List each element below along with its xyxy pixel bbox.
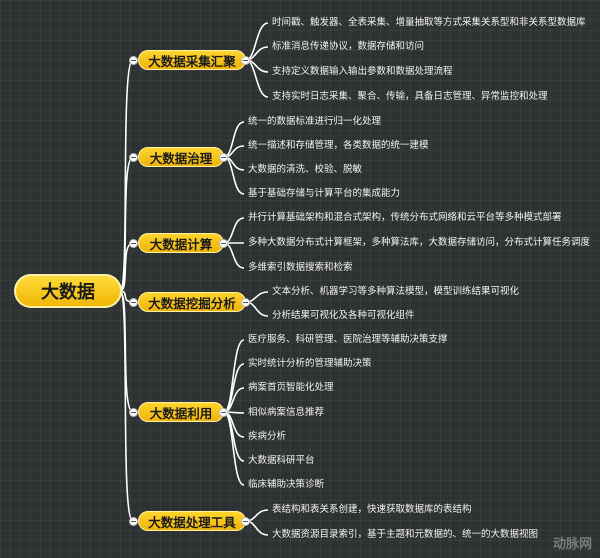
collapse-toggle[interactable] [129, 56, 138, 65]
leaf-item: 相似病案信息推荐 [248, 407, 325, 418]
leaf-item: 支持定义数据输入输出参数和数据处理流程 [272, 66, 453, 77]
collapse-toggle[interactable] [129, 153, 138, 162]
connector-line [223, 339, 245, 413]
leaf-item: 实时统计分析的管理辅助决策 [248, 358, 372, 369]
connector-line [223, 411, 245, 486]
leaf-item: 统一的数据标准进行归一化处理 [248, 116, 382, 127]
branch-label: 大数据计算 [149, 236, 213, 252]
collapse-toggle[interactable] [129, 239, 138, 248]
branch-tools[interactable]: 大数据处理工具 [138, 511, 246, 531]
branch-label: 大数据采集汇聚 [148, 53, 236, 69]
leaf-item: 疾病分析 [248, 431, 287, 442]
branch-label: 大数据挖掘分析 [148, 295, 236, 311]
branch-collection[interactable]: 大数据采集汇聚 [138, 50, 246, 70]
branch-label: 大数据治理 [149, 150, 213, 166]
leaf-item: 时间戳、触发器、全表采集、增量抽取等方式采集关系型和非关系型数据库 [272, 17, 586, 28]
root-label: 大数据 [41, 282, 95, 303]
leaf-item: 多种大数据分布式计算框架，多种算法库，大数据存储访问，分布式计算任务调度 [248, 237, 591, 248]
root-node[interactable]: 大数据 [14, 274, 122, 308]
connector-line [119, 156, 134, 292]
leaf-item: 表结构和表关系创建，快速获取数据库的表结构 [272, 504, 472, 515]
collapse-toggle[interactable] [241, 56, 250, 65]
leaf-item: 多维索引数据搜索和检索 [248, 262, 353, 273]
leaf-item: 标准消息传递协议，数据存储和访问 [272, 41, 425, 52]
leaf-item: 支持实时日志采集、聚合、传输，具备日志管理、异常监控和处理 [272, 91, 548, 102]
leaf-item: 医疗服务、科研管理、医院治理等辅助决策支撑 [248, 334, 448, 345]
collapse-toggle[interactable] [241, 517, 250, 526]
collapse-toggle[interactable] [219, 153, 228, 162]
watermark: 动脉网 [552, 537, 592, 552]
collapse-toggle[interactable] [129, 408, 138, 417]
branch-computing[interactable]: 大数据计算 [138, 233, 224, 253]
leaf-item: 大数据科研平台 [248, 455, 315, 466]
leaf-item: 临床辅助决策诊断 [248, 479, 325, 490]
collapse-toggle[interactable] [129, 517, 138, 526]
collapse-toggle[interactable] [241, 298, 250, 307]
collapse-toggle[interactable] [219, 239, 228, 248]
connector-line [245, 22, 269, 61]
leaf-item: 病案首页智能化处理 [248, 382, 334, 393]
leaf-item: 统一描述和存储管理，各类数据的统一建模 [248, 140, 429, 151]
branch-label: 大数据利用 [149, 405, 213, 421]
connector-line [223, 156, 245, 195]
leaf-item: 大数据的清洗、校验、脱敏 [248, 164, 363, 175]
leaf-item: 大数据资源目录索引，基于主题和元数据的、统一的大数据视图 [272, 529, 539, 540]
connector-line [245, 59, 269, 98]
connector-line [223, 217, 245, 244]
branch-label: 大数据处理工具 [148, 514, 236, 530]
collapse-toggle[interactable] [129, 298, 138, 307]
collapse-toggle[interactable] [219, 408, 228, 417]
leaf-item: 基于基础存储与计算平台的集成能力 [248, 188, 401, 199]
connector-line [119, 290, 134, 522]
connector-line [223, 242, 245, 269]
leaf-item: 分析结果可视化及各种可视化组件 [272, 310, 415, 321]
leaf-item: 文本分析、机器学习等多种算法模型，模型训练结果可视化 [272, 286, 520, 297]
branch-mining[interactable]: 大数据挖掘分析 [138, 292, 246, 312]
branch-utilization[interactable]: 大数据利用 [138, 402, 224, 422]
branch-governance[interactable]: 大数据治理 [138, 147, 224, 167]
connector-line [119, 290, 134, 413]
leaf-item: 并行计算基础架构和混合式架构，传统分布式网络和云平台等多种模式部署 [248, 212, 562, 223]
